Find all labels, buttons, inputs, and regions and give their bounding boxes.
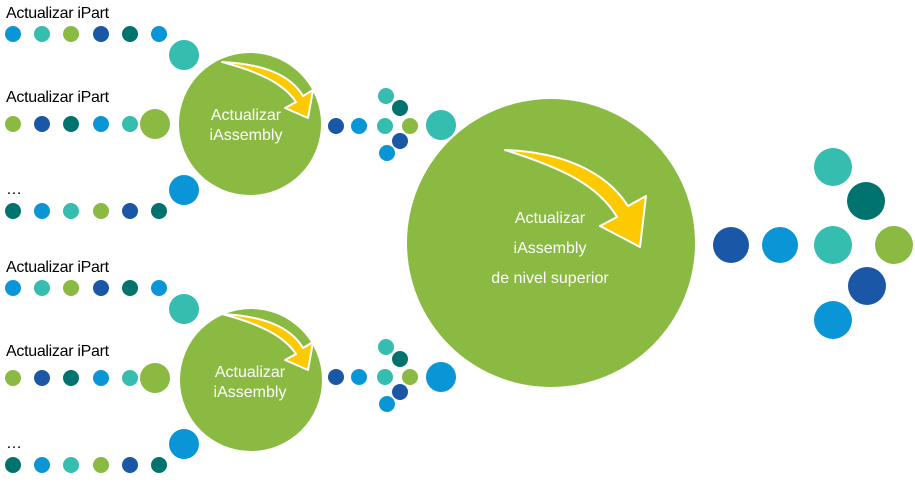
output-flow-dot — [762, 227, 798, 263]
output-fan-dot — [847, 182, 885, 220]
fan-dot — [392, 133, 408, 149]
output-fan-dot — [814, 226, 852, 264]
outflow-dot — [328, 118, 344, 134]
ipart-dot — [5, 280, 21, 296]
connector-dot — [140, 363, 170, 393]
ellipsis-label-1: … — [6, 181, 22, 198]
fan-dot — [402, 118, 418, 134]
output-flow-dot — [713, 227, 749, 263]
top-assembly-line3: de nivel superior — [491, 270, 609, 287]
output-fan-dot — [814, 148, 852, 186]
ipart-label-2: Actualizar iPart — [6, 89, 109, 106]
fan-dot — [392, 384, 408, 400]
ipart-dot — [122, 26, 138, 42]
output-fan-dot — [814, 301, 852, 339]
ipart-dot — [93, 457, 109, 473]
outflow-dot — [351, 369, 367, 385]
top-assembly-line1: Actualizar — [514, 210, 586, 227]
ipart-dot — [93, 280, 109, 296]
assembly-circle — [180, 309, 322, 451]
top-assembly-circle — [407, 99, 695, 387]
outflow-dot — [328, 369, 344, 385]
connector-dot — [169, 175, 199, 205]
assembly-1-line1: Actualizar — [210, 107, 282, 124]
ipart-label-3: Actualizar iPart — [6, 259, 109, 276]
output-fan-dot — [875, 226, 913, 264]
connector-dot — [169, 40, 199, 70]
assembly-2-line2: iAssembly — [213, 384, 287, 401]
exit-dot — [426, 110, 456, 140]
assembly-text-1: Actualizar iAssembly — [196, 106, 296, 146]
ipart-dot — [151, 203, 167, 219]
ipart-dot — [151, 280, 167, 296]
ipart-dot — [5, 370, 21, 386]
ipart-dot — [63, 370, 79, 386]
exit-dot — [426, 362, 456, 392]
outflow-dot — [351, 118, 367, 134]
fan-dot — [379, 145, 395, 161]
assembly-2-line1: Actualizar — [214, 364, 286, 381]
ipart-dot — [5, 203, 21, 219]
fan-dot — [392, 100, 408, 116]
ellipsis-label-2: … — [6, 435, 22, 452]
assembly-text-2: Actualizar iAssembly — [200, 363, 300, 403]
ipart-dot — [63, 203, 79, 219]
ipart-dot — [5, 26, 21, 42]
flow-arrow-icon — [221, 313, 314, 371]
ipart-dot — [63, 26, 79, 42]
ipart-dot — [93, 116, 109, 132]
connector-dot — [169, 294, 199, 324]
ipart-dot — [122, 203, 138, 219]
fan-dot — [378, 339, 394, 355]
top-assembly-line2: iAssembly — [513, 240, 587, 257]
fan-dot — [392, 351, 408, 367]
ipart-dot — [122, 370, 138, 386]
ipart-dot — [151, 26, 167, 42]
ipart-dot — [34, 280, 50, 296]
ipart-dot — [63, 280, 79, 296]
connector-dot — [169, 429, 199, 459]
ipart-dot — [5, 457, 21, 473]
ipart-dot — [63, 457, 79, 473]
ipart-dot — [122, 280, 138, 296]
ipart-dot — [34, 26, 50, 42]
ipart-dot — [34, 457, 50, 473]
fan-dot — [402, 369, 418, 385]
top-assembly-text: Actualizar iAssembly de nivel superior — [460, 204, 640, 294]
connector-dot — [140, 109, 170, 139]
ipart-dot — [122, 457, 138, 473]
ipart-dot — [34, 370, 50, 386]
ipart-dot — [151, 457, 167, 473]
ipart-label-1: Actualizar iPart — [6, 5, 109, 22]
fan-dot — [377, 118, 393, 134]
ipart-dot — [93, 26, 109, 42]
fan-dot — [377, 369, 393, 385]
ipart-dot — [93, 370, 109, 386]
ipart-label-4: Actualizar iPart — [6, 343, 109, 360]
ipart-dot — [34, 203, 50, 219]
output-fan-dot — [848, 267, 886, 305]
flow-arrow-icon — [221, 61, 314, 119]
fan-dot — [379, 396, 395, 412]
assembly-1-line2: iAssembly — [209, 127, 283, 144]
ipart-dot — [34, 116, 50, 132]
ipart-dot — [5, 116, 21, 132]
ipart-dot — [63, 116, 79, 132]
ipart-dot — [122, 116, 138, 132]
ipart-dot — [93, 203, 109, 219]
fan-dot — [378, 88, 394, 104]
top-flow-arrow-icon — [504, 149, 647, 248]
